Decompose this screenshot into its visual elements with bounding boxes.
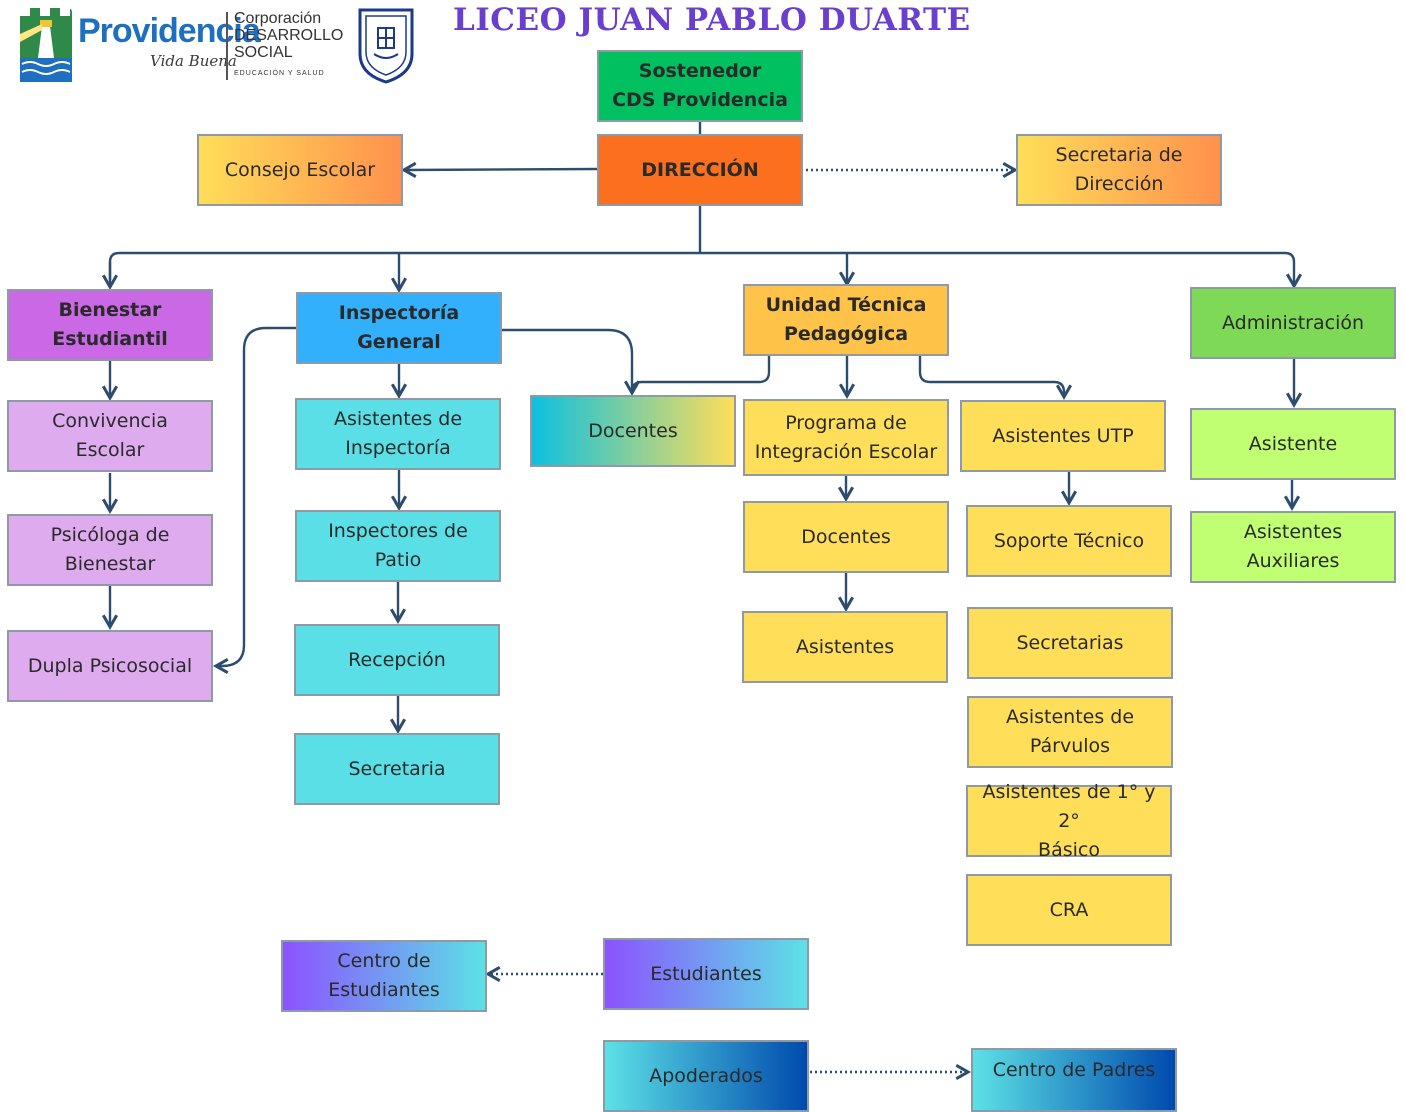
- bienestar-box: Bienestar Estudiantil: [7, 289, 213, 361]
- secretaria-box: Secretaria: [294, 733, 500, 805]
- corp-subtitle: EDUCACIÓN Y SALUD: [234, 70, 325, 77]
- administracion-box: Administración: [1190, 287, 1396, 359]
- asistente-box: Asistente: [1190, 408, 1396, 480]
- centro-estudiantes-box: Centro de Estudiantes: [281, 940, 487, 1012]
- utp-box: Unidad Técnica Pedagógica: [743, 284, 949, 356]
- docentes-general-box: Docentes: [530, 395, 736, 467]
- consejo-escolar-box: Consejo Escolar: [197, 134, 403, 206]
- line-direccion-consejo: [400, 161, 599, 178]
- corp-name: Corporación DESARROLLO SOCIAL: [234, 10, 344, 61]
- docentes-utp-box: Docentes: [743, 501, 949, 573]
- recepcion-box: Recepción: [294, 624, 500, 696]
- logo-name: Providencia: [78, 12, 261, 50]
- pie-box: Programa de Integración Escolar: [743, 399, 949, 476]
- inspectores-patio-box: Inspectores de Patio: [295, 510, 501, 582]
- dupla-box: Dupla Psicosocial: [7, 630, 213, 702]
- asistentes-parvulos-box: Asistentes de Párvulos: [967, 696, 1173, 768]
- secretarias-box: Secretarias: [967, 607, 1173, 679]
- cra-box: CRA: [966, 874, 1172, 946]
- asistentes-inspectoria-box: Asistentes de Inspectoría: [295, 398, 501, 470]
- line-utp-docentes: [630, 356, 771, 393]
- asistentes-auxiliares-box: Asistentes Auxiliares: [1190, 511, 1396, 583]
- inspectoria-box: Inspectoría General: [296, 292, 502, 364]
- logo-divider: [226, 12, 228, 80]
- line-inspectoria-docentes: [500, 328, 641, 397]
- centro-padres-box: Centro de Padres: [971, 1048, 1177, 1112]
- line-utp-asistentes: [918, 356, 1073, 401]
- estudiantes-box: Estudiantes: [603, 938, 809, 1010]
- lighthouse-icon: [20, 8, 72, 82]
- sostenedor-box: Sostenedor CDS Providencia: [597, 50, 803, 122]
- line-horizontal-branch: [108, 251, 1303, 290]
- logo-tagline: Vida Buena: [150, 52, 237, 70]
- asistentes-box: Asistentes: [742, 611, 948, 683]
- asistentes-utp-box: Asistentes UTP: [960, 400, 1166, 472]
- psicologa-box: Psicóloga de Bienestar: [7, 514, 213, 586]
- asistentes-basico-box: Asistentes de 1° y 2° Básico: [966, 781, 1172, 861]
- direccion-box: DIRECCIÓN: [597, 134, 803, 206]
- school-seal-icon: [358, 8, 414, 84]
- page-title: LICEO JUAN PABLO DUARTE: [453, 2, 971, 38]
- soporte-tecnico-box: Soporte Técnico: [966, 505, 1172, 577]
- convivencia-box: Convivencia Escolar: [7, 400, 213, 472]
- line-inspectoria-dupla: [212, 326, 298, 675]
- apoderados-box: Apoderados: [603, 1040, 809, 1112]
- secretaria-direccion-box: Secretaria de Dirección: [1016, 134, 1222, 206]
- providencia-logo: Providencia Vida Buena Corporación DESAR…: [18, 4, 418, 86]
